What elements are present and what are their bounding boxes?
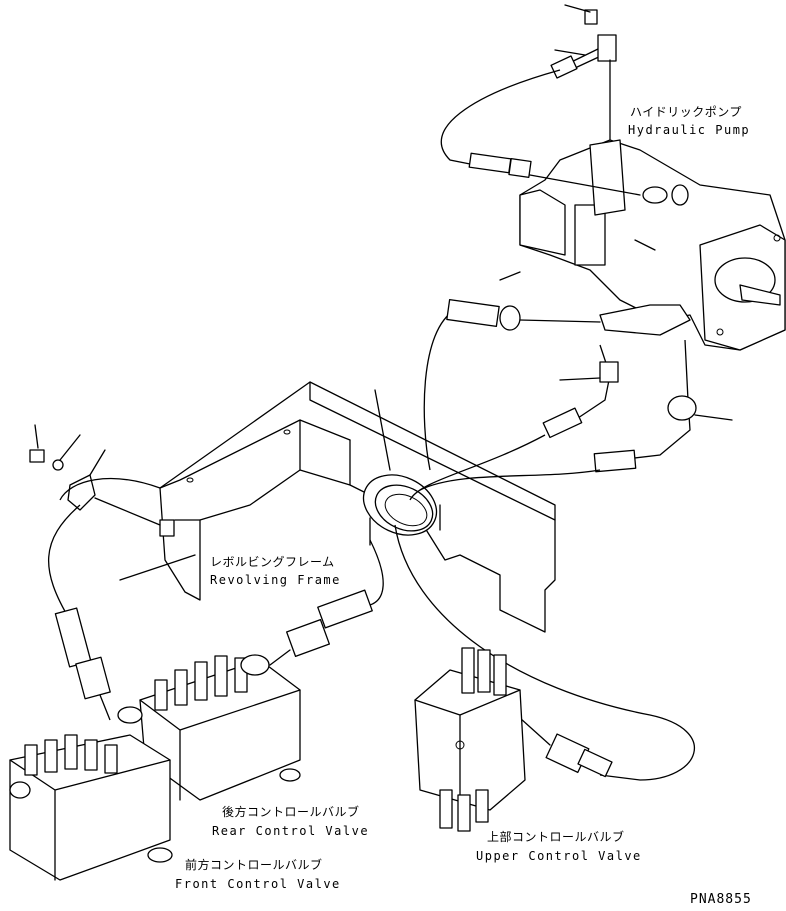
swivel-joint <box>362 474 441 546</box>
hydraulic-pump-label-jp: ハイドリックポンプ <box>630 105 742 119</box>
pump-delivery-hose-2 <box>419 339 733 491</box>
revolving-frame <box>159 381 556 633</box>
upper-control-valve <box>414 647 526 832</box>
front-control-valve-label-jp: 前方コントロールバルブ <box>185 858 323 872</box>
rear-valve-hose <box>269 539 384 666</box>
hydraulic-pump-label-en: Hydraulic Pump <box>628 123 751 137</box>
pump-pilot-hose <box>550 4 617 141</box>
revolving-frame-label-jp: レボルビングフレーム <box>210 555 335 569</box>
front-valve-hose <box>48 477 161 721</box>
front-control-valve-label-en: Front Control Valve <box>175 877 341 891</box>
rear-control-valve-label-jp: 後方コントロールバルブ <box>222 805 360 819</box>
left-bolt-clamp <box>29 424 161 526</box>
hydraulic-pump <box>519 139 786 351</box>
label-leaders <box>119 239 656 581</box>
upper-control-valve-label-jp: 上部コントロールバルブ <box>487 830 625 844</box>
upper-control-valve-label-en: Upper Control Valve <box>476 849 642 863</box>
pump-delivery-hose-1 <box>409 344 619 501</box>
rear-control-valve-label-en: Rear Control Valve <box>212 824 370 838</box>
pump-upper-hose <box>440 69 641 196</box>
revolving-frame-label-en: Revolving Frame <box>210 573 341 587</box>
pump-suction-hose <box>423 271 601 471</box>
upper-valve-hose <box>394 524 695 781</box>
drawing-code: PNA8855 <box>690 892 752 907</box>
front-control-valve <box>9 734 173 881</box>
